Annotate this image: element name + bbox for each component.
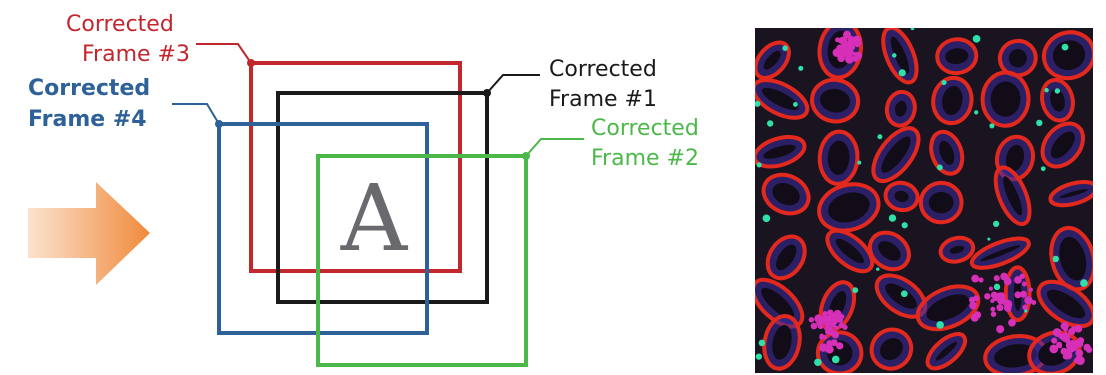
right-arrow-icon bbox=[28, 182, 150, 285]
frame-2-dot bbox=[522, 152, 530, 160]
frame-4-label-line1: Corrected bbox=[28, 76, 150, 101]
frame-2-label-line1: Corrected bbox=[591, 116, 699, 141]
frame-3-label-line2: Frame #3 bbox=[82, 42, 190, 67]
frame-3-label-line1: Corrected bbox=[66, 12, 174, 37]
frame-1-label-line2: Frame #1 bbox=[549, 87, 657, 112]
frame-4-leader bbox=[172, 103, 220, 125]
frame-1-dot bbox=[483, 89, 491, 97]
frame-3-leader bbox=[196, 43, 252, 64]
fluorescence-micrograph-image bbox=[755, 28, 1093, 373]
frame-4-rect bbox=[217, 122, 429, 335]
frame-2-rect bbox=[316, 154, 528, 367]
frame-4-dot bbox=[215, 120, 223, 128]
frame-1-label-line1: Corrected bbox=[549, 57, 657, 82]
frame-3-dot bbox=[247, 59, 255, 67]
frame-2-label-line2: Frame #2 bbox=[591, 146, 699, 171]
frame-1-rect bbox=[276, 91, 489, 304]
frame-3-rect bbox=[249, 61, 462, 273]
frame-2-leader bbox=[525, 138, 584, 157]
frame-4-label-line2: Frame #4 bbox=[28, 107, 147, 132]
center-letter: A bbox=[340, 165, 409, 272]
frame-1-leader bbox=[486, 74, 540, 94]
